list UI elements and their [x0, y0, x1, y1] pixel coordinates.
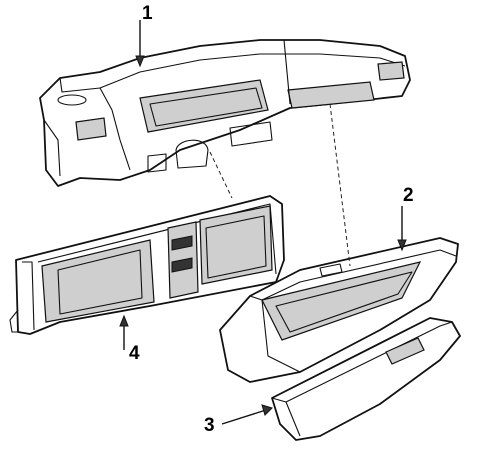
- callout-3-arrow: [221, 409, 267, 425]
- callout-1-label: 1: [142, 3, 153, 24]
- glove-box-door-part: [271, 317, 461, 441]
- callout-3-label: 3: [204, 415, 215, 436]
- trim-panel-part: [9, 195, 285, 335]
- callout-4-label: 4: [129, 343, 140, 364]
- glove-box-housing-part: [219, 237, 459, 383]
- callout-2-label: 2: [403, 185, 414, 206]
- callout-arrows: [119, 20, 407, 425]
- relation-lines: [209, 103, 351, 267]
- instrument-panel-part: [39, 39, 411, 187]
